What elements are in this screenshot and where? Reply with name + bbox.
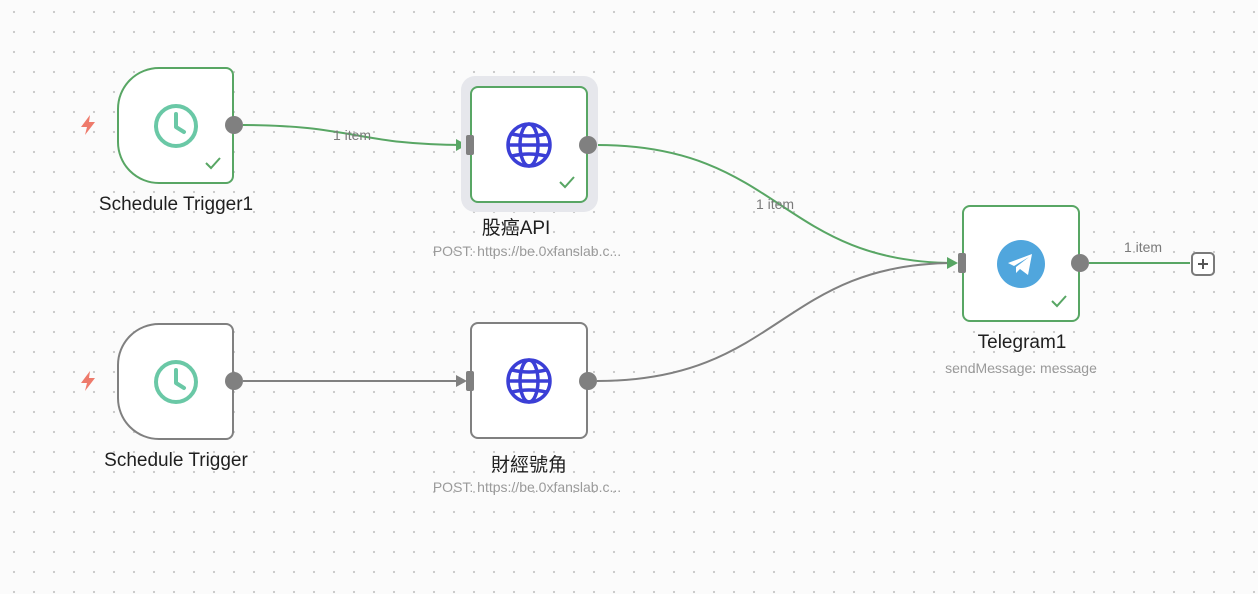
node-label-schedule-trigger1: Schedule Trigger1: [98, 194, 254, 215]
plus-icon: [1198, 259, 1208, 269]
trigger-bolt-icon: [81, 115, 95, 135]
node-label-telegram1: Telegram1: [977, 332, 1067, 353]
edge-label-trigger1-to-api: 1 item: [332, 127, 372, 143]
node-subtitle-stock-api: POST: https://be.0xfanslab.c...: [432, 243, 622, 259]
add-node-button[interactable]: [1191, 252, 1215, 276]
clock-icon: [153, 103, 198, 148]
node-finance-horn[interactable]: [470, 322, 588, 439]
node-label-finance-horn: 財經號角: [490, 455, 568, 476]
success-check-icon: [205, 157, 221, 170]
node-telegram1[interactable]: [962, 205, 1080, 322]
output-handle[interactable]: [225, 372, 243, 390]
edge-label-telegram-out: 1 item: [1123, 239, 1163, 255]
node-subtitle-finance-horn: POST: https://be.0xfanslab.c...: [432, 479, 622, 495]
arrowhead: [947, 257, 958, 269]
input-handle[interactable]: [466, 371, 474, 391]
input-handle[interactable]: [466, 135, 474, 155]
telegram-icon: [997, 239, 1045, 288]
edge-trigger1-to-api[interactable]: [242, 124, 464, 146]
arrowhead: [456, 375, 467, 387]
globe-icon: [506, 121, 552, 168]
node-schedule-trigger[interactable]: [117, 323, 234, 440]
node-schedule-trigger1[interactable]: [117, 67, 234, 184]
edge-api-to-telegram[interactable]: [596, 144, 956, 264]
globe-icon: [506, 357, 552, 404]
node-stock-api[interactable]: [470, 86, 588, 203]
edge-label-api-to-telegram: 1 item: [755, 196, 795, 212]
node-label-stock-api: 股癌API: [481, 218, 551, 239]
trigger-bolt-icon: [81, 371, 95, 391]
output-handle[interactable]: [225, 116, 243, 134]
node-subtitle-telegram1: sendMessage: message: [945, 360, 1097, 376]
output-handle[interactable]: [579, 136, 597, 154]
clock-icon: [153, 359, 198, 404]
node-label-schedule-trigger: Schedule Trigger: [104, 450, 248, 471]
edge-finance-to-telegram[interactable]: [596, 262, 956, 382]
success-check-icon: [1051, 295, 1067, 308]
output-handle[interactable]: [1071, 254, 1089, 272]
success-check-icon: [559, 176, 575, 189]
output-handle[interactable]: [579, 372, 597, 390]
input-handle[interactable]: [958, 253, 966, 273]
